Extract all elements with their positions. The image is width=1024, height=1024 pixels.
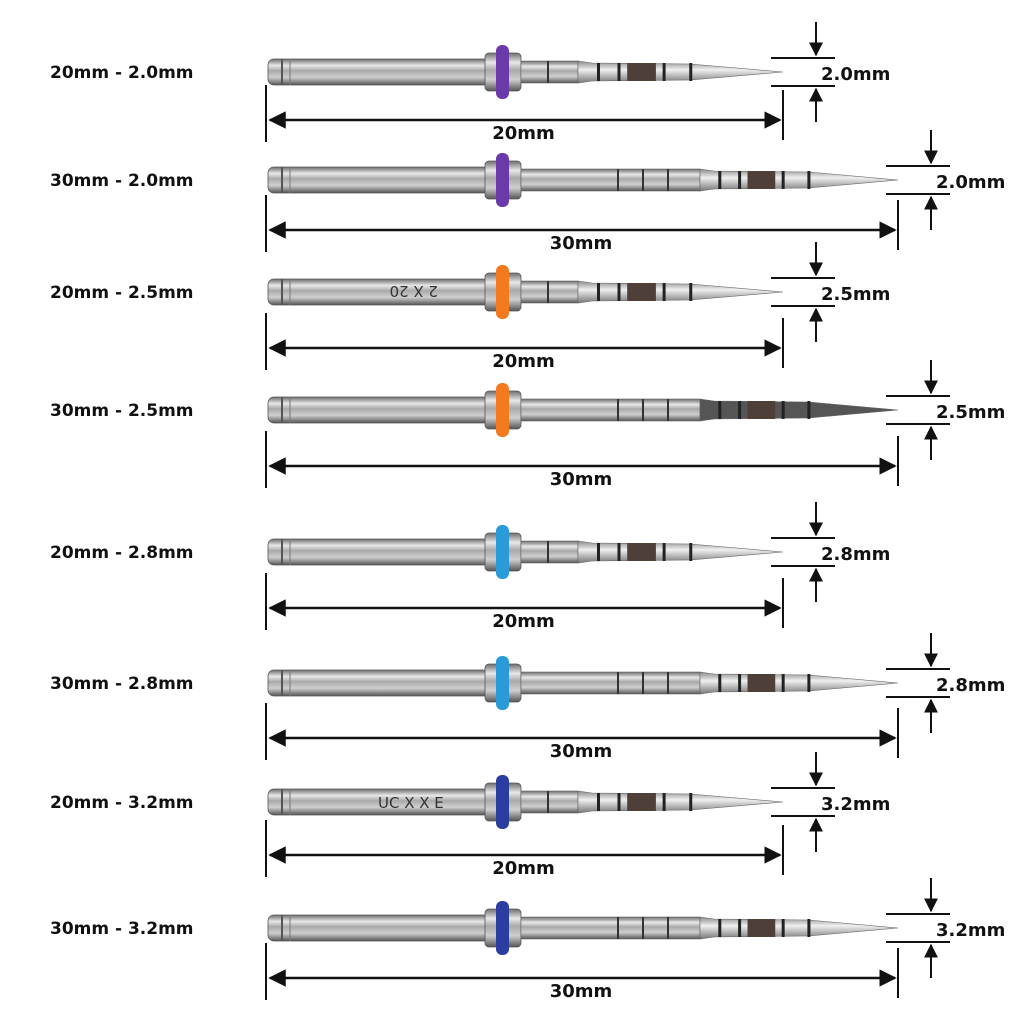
drill-row: 20mm - 2.8mm 20mm 2.8mm	[50, 502, 890, 632]
drill-label: 30mm - 2.8mm	[50, 674, 194, 694]
drill: 2 X 20	[267, 265, 784, 319]
depth-band	[627, 543, 656, 561]
drill-row: 30mm - 3.2mm 30mm 3.2mm	[50, 878, 1005, 1002]
drill-neck	[520, 790, 579, 814]
drill-blade	[577, 540, 784, 564]
drill-shank	[267, 914, 494, 942]
drill-blade	[699, 168, 899, 192]
drill	[267, 153, 899, 207]
drill-blade	[699, 671, 899, 695]
o-ring	[496, 901, 509, 955]
length-label: 30mm	[550, 469, 613, 490]
o-ring	[496, 525, 509, 579]
drill-shank	[267, 538, 494, 566]
o-ring	[496, 45, 509, 99]
drill-blade	[577, 60, 784, 84]
drill-neck	[520, 168, 701, 192]
drill-shank	[267, 58, 494, 86]
o-ring	[496, 383, 509, 437]
drill-label: 20mm - 3.2mm	[50, 793, 194, 813]
drill-row: 20mm - 2.5mm 2 X 20 20mm 2.5mm	[50, 242, 890, 372]
engraving-text: UC X X E	[378, 794, 444, 812]
drill-shank	[267, 278, 494, 306]
depth-band	[627, 793, 656, 811]
drill-row: 30mm - 2.8mm 30mm 2.8mm	[50, 633, 1005, 762]
depth-band	[747, 401, 776, 419]
o-ring	[496, 153, 509, 207]
depth-band	[747, 674, 776, 692]
depth-band	[627, 63, 656, 81]
drill	[267, 45, 784, 99]
drill: UC X X E	[267, 775, 784, 829]
drill-label: 30mm - 2.0mm	[50, 171, 194, 191]
o-ring	[496, 775, 509, 829]
drill-label: 30mm - 3.2mm	[50, 919, 194, 939]
o-ring	[496, 265, 509, 319]
drill-neck	[520, 671, 701, 695]
depth-band	[627, 283, 656, 301]
drill-row: 20mm - 3.2mm UC X X E 20mm 3.2mm	[50, 752, 890, 879]
depth-band	[747, 171, 776, 189]
drill-row: 30mm - 2.5mm 30mm 2.5mm	[50, 360, 1005, 490]
length-label: 30mm	[550, 981, 613, 1002]
drill-neck	[520, 280, 579, 304]
drill-blade	[699, 916, 899, 940]
length-label: 30mm	[550, 233, 613, 254]
drill-shank	[267, 166, 494, 194]
drill	[267, 383, 899, 437]
drill-shank	[267, 669, 494, 697]
diameter-label: 2.8mm	[936, 675, 1005, 696]
o-ring	[496, 656, 509, 710]
diameter-label: 2.8mm	[821, 544, 890, 565]
drill-shank	[267, 396, 494, 424]
length-label: 20mm	[492, 351, 555, 372]
diameter-label: 2.0mm	[821, 64, 890, 85]
drill-neck	[520, 916, 701, 940]
drill-label: 20mm - 2.5mm	[50, 283, 194, 303]
length-label: 30mm	[550, 741, 613, 762]
drill	[267, 901, 899, 955]
drill-blade	[577, 790, 784, 814]
drill-neck	[520, 540, 579, 564]
depth-band	[747, 919, 776, 937]
drill-row: 30mm - 2.0mm 30mm 2.0mm	[50, 130, 1005, 254]
drill-label: 20mm - 2.8mm	[50, 543, 194, 563]
drill-blade	[577, 280, 784, 304]
length-label: 20mm	[492, 611, 555, 632]
engraving-text: 2 X 20	[390, 282, 438, 300]
drill-label: 20mm - 2.0mm	[50, 63, 194, 83]
drill-row: 20mm - 2.0mm 20mm 2.0mm	[50, 22, 890, 144]
length-label: 20mm	[492, 858, 555, 879]
diameter-label: 2.5mm	[936, 402, 1005, 423]
drill-label: 30mm - 2.5mm	[50, 401, 194, 421]
drill-blade	[699, 398, 899, 422]
diameter-label: 2.5mm	[821, 284, 890, 305]
diameter-label: 2.0mm	[936, 172, 1005, 193]
length-label: 20mm	[492, 123, 555, 144]
drill	[267, 525, 784, 579]
drill-neck	[520, 398, 701, 422]
diameter-label: 3.2mm	[821, 794, 890, 815]
drill-neck	[520, 60, 579, 84]
drill	[267, 656, 899, 710]
diameter-label: 3.2mm	[936, 920, 1005, 941]
